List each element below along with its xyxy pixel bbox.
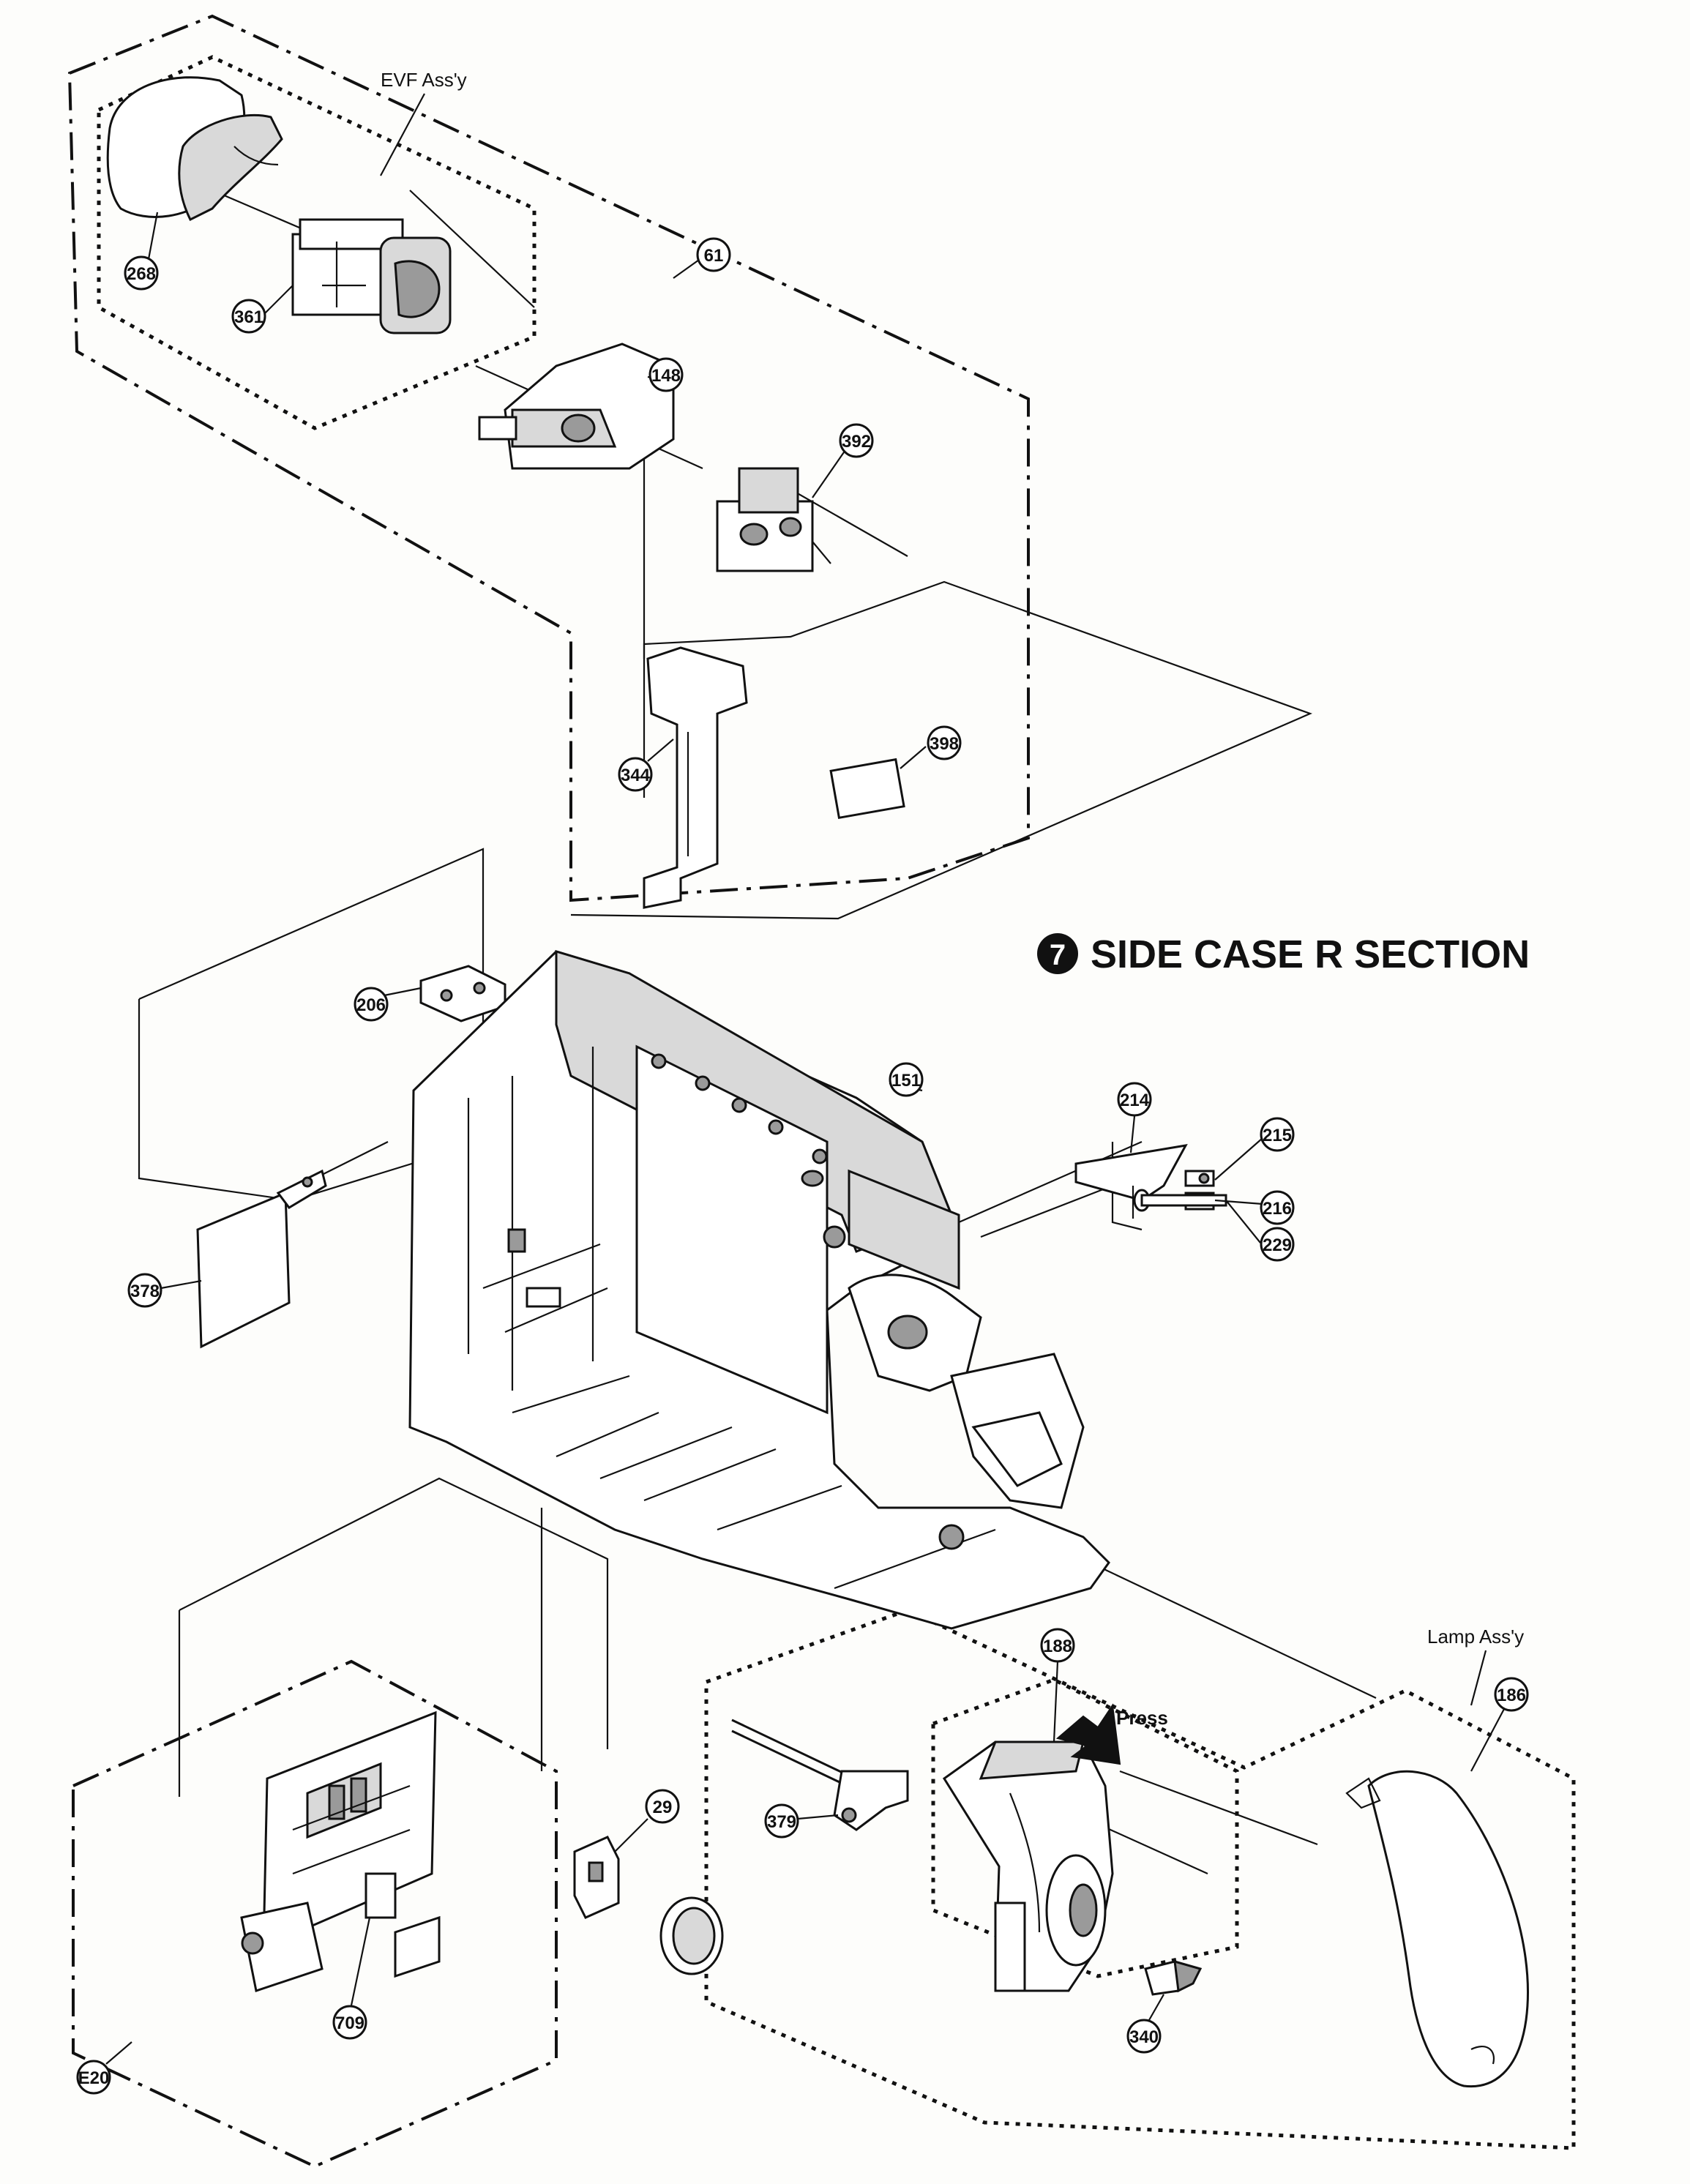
callout-709: 709 <box>332 2005 367 2040</box>
svg-text:188: 188 <box>1043 1637 1072 1656</box>
svg-text:398: 398 <box>930 734 959 754</box>
svg-text:709: 709 <box>335 2013 364 2033</box>
callout-344: 344 <box>618 757 653 792</box>
callout-206: 206 <box>354 987 389 1022</box>
bracket-392-part <box>716 467 831 572</box>
lamp-cover-186-part <box>1345 1770 1529 2088</box>
spring-229-part <box>1132 1186 1227 1219</box>
housing-148-part <box>478 343 675 470</box>
svg-text:151: 151 <box>891 1071 921 1091</box>
callout-214: 214 <box>1117 1082 1152 1117</box>
svg-text:214: 214 <box>1120 1091 1150 1110</box>
svg-text:215: 215 <box>1263 1126 1292 1145</box>
section-title-text: SIDE CASE R SECTION <box>1091 932 1530 976</box>
callout-378: 378 <box>127 1273 162 1308</box>
lamp-body-188-part <box>942 1740 1114 1992</box>
callout-398: 398 <box>927 725 962 760</box>
label-398-part <box>829 758 905 820</box>
svg-text:361: 361 <box>234 307 263 327</box>
callout-216: 216 <box>1260 1190 1295 1225</box>
svg-text:344: 344 <box>621 766 651 785</box>
svg-text:186: 186 <box>1497 1686 1526 1705</box>
lens-ring-part <box>659 1896 724 1975</box>
callout-29: 29 <box>645 1789 680 1824</box>
svg-text:392: 392 <box>842 432 871 452</box>
svg-text:268: 268 <box>127 264 156 284</box>
callout-379: 379 <box>764 1803 799 1839</box>
evf-assembly-boundary <box>97 55 536 430</box>
svg-text:378: 378 <box>130 1282 160 1301</box>
svg-text:229: 229 <box>1263 1235 1292 1255</box>
part-29 <box>573 1836 620 1919</box>
lamp-inner-boundary <box>931 1678 1239 1978</box>
callout-188: 188 <box>1040 1628 1075 1663</box>
flex-cable-344-part <box>643 646 748 909</box>
evf-body-part <box>291 218 452 334</box>
eyecup-part <box>106 76 283 222</box>
evf-assembly-label: EVF Ass'y <box>381 69 467 91</box>
callout-268: 268 <box>124 255 159 291</box>
side-case-frame-151 <box>408 949 1110 1630</box>
svg-text:340: 340 <box>1129 2027 1159 2047</box>
svg-text:206: 206 <box>356 995 386 1015</box>
callout-61: 61 <box>696 237 731 272</box>
press-label: Press <box>1116 1707 1168 1729</box>
callout-340: 340 <box>1126 2019 1162 2054</box>
svg-text:148: 148 <box>651 366 681 386</box>
svg-text:216: 216 <box>1263 1199 1292 1219</box>
svg-text:29: 29 <box>653 1798 673 1817</box>
lamp-assembly-label: Lamp Ass'y <box>1427 1626 1524 1648</box>
bulb-340-part <box>1144 1959 1203 1996</box>
section-badge <box>1037 933 1078 974</box>
section-title: 7 SIDE CASE R SECTION <box>1037 932 1530 976</box>
svg-text:61: 61 <box>704 246 724 266</box>
guide-lines <box>138 189 1377 1875</box>
callout-151: 151 <box>889 1062 924 1097</box>
svg-text:E20: E20 <box>78 2068 110 2088</box>
shaft-379-part <box>731 1719 909 1831</box>
board-e20-part <box>240 1710 441 1992</box>
callout-229: 229 <box>1260 1227 1295 1262</box>
press-arrow <box>1055 1703 1121 1765</box>
callout-215: 215 <box>1260 1117 1295 1152</box>
callout-392: 392 <box>839 423 874 458</box>
e20-boundary <box>72 1659 558 2169</box>
callout-e20: E20 <box>76 2060 111 2095</box>
svg-text:379: 379 <box>767 1812 796 1832</box>
callout-361: 361 <box>231 299 266 334</box>
board-378-part <box>196 1169 327 1349</box>
callout-186: 186 <box>1494 1677 1529 1712</box>
callout-148: 148 <box>648 357 684 392</box>
group-61-boundary <box>67 14 1030 902</box>
section-number: 7 <box>1050 939 1066 971</box>
